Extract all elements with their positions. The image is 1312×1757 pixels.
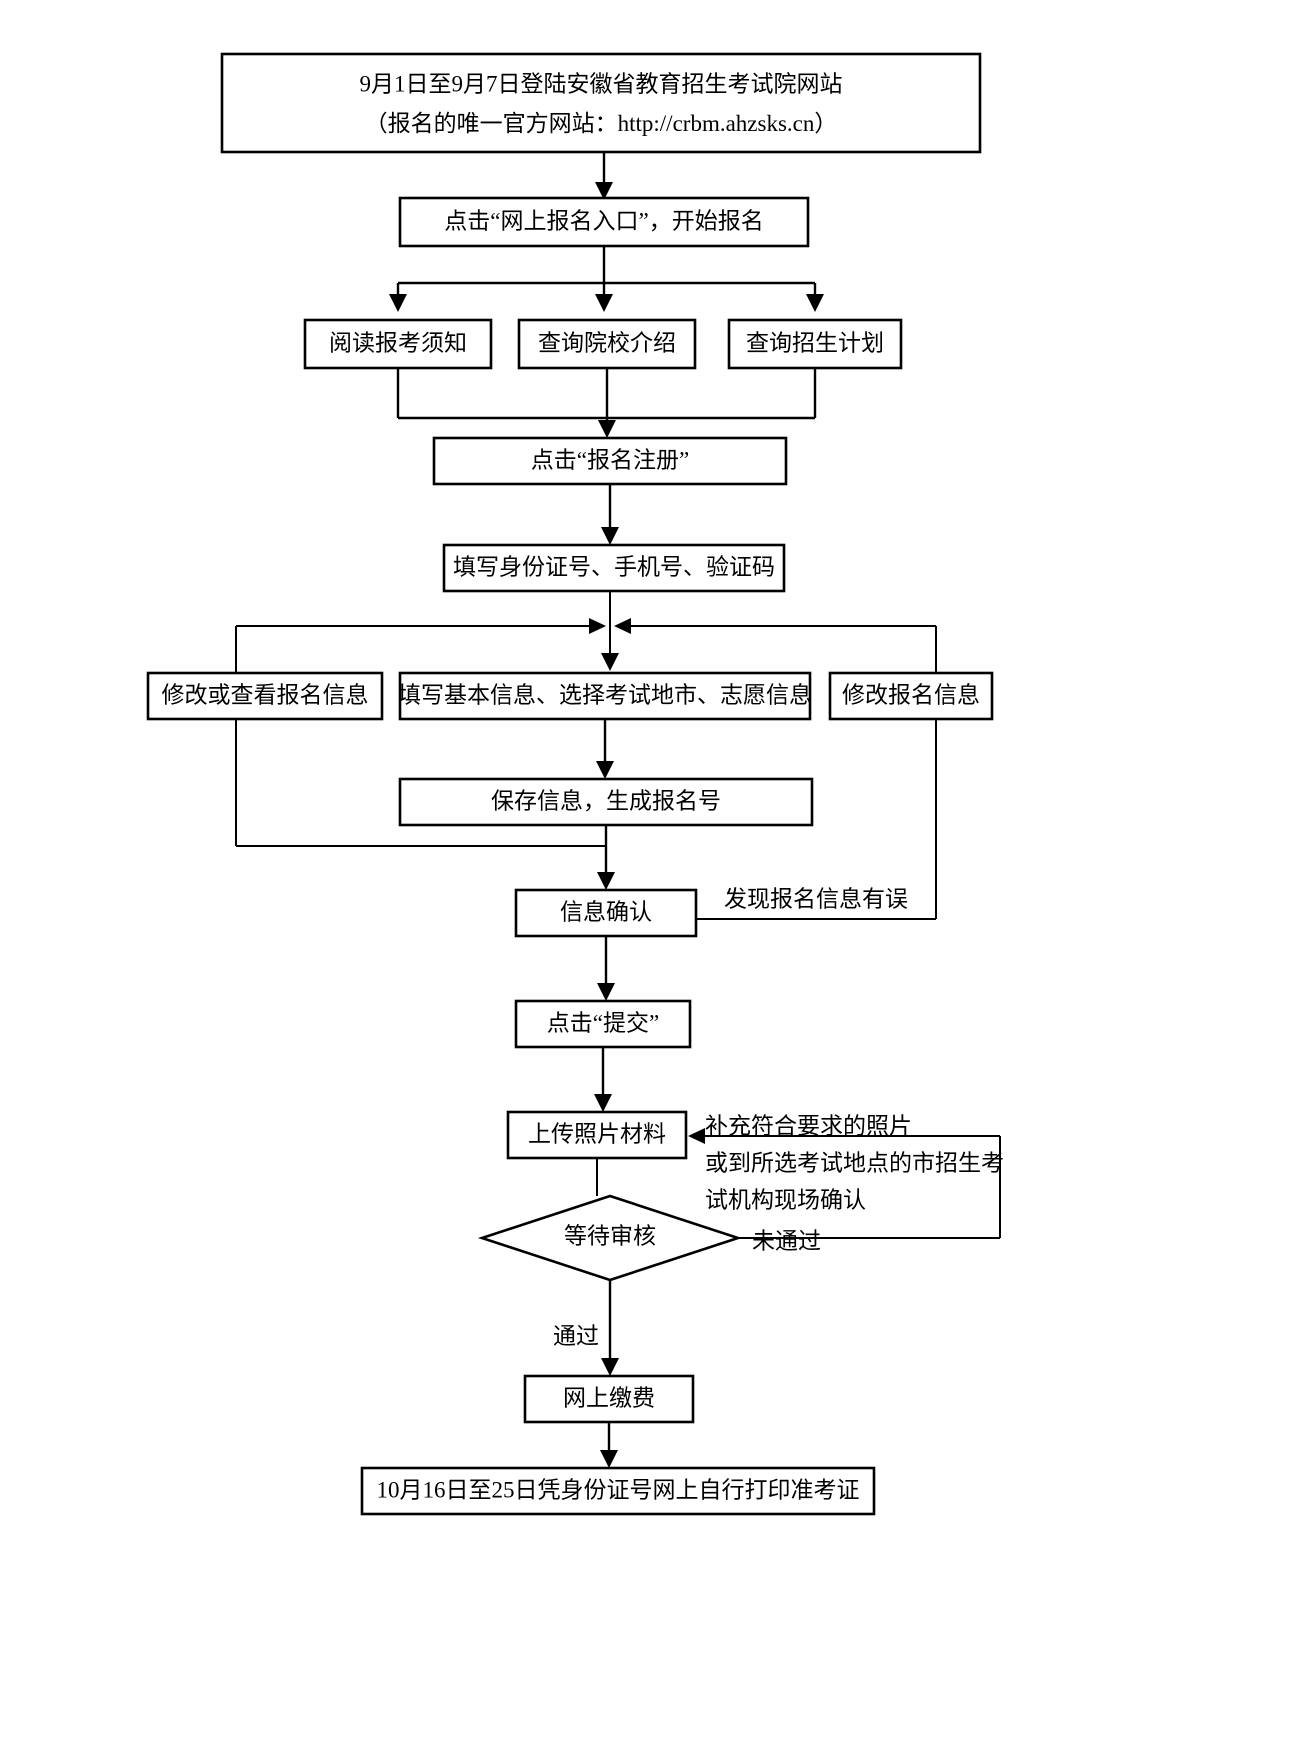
edge-header-to-entry [595,152,613,200]
node-print-admission-ticket-label: 10月16日至25日凭身份证号网上自行打印准考证 [377,1477,860,1502]
node-click-submit-box [514,999,692,1049]
arrowhead-left-into-upload [688,1128,705,1144]
node-website-header: 9月1日至9月7日登陆安徽省教育招生考试院网站 （报名的唯一官方网站：http:… [220,52,982,154]
edge-options-merge [396,368,817,438]
node-waiting-review-label: 等待审核 [564,1223,656,1248]
node-fill-basic-info-box [398,671,812,721]
edge-fill-to-basic [236,591,936,671]
node-click-entry-label: 点击“网上报名入口”，开始报名 [444,208,763,233]
edge-submit-to-upload [594,1047,612,1112]
node-click-entry: 点击“网上报名入口”，开始报名 [398,196,810,248]
node-modify-info: 修改报名信息 [828,671,994,721]
arrowhead-down [595,182,613,200]
node-click-submit: 点击“提交” [514,999,692,1049]
edge-entry-fanout [389,246,824,312]
header-line2-url: http://crbm.ahzsks.cn [618,111,815,136]
node-fill-basic-info-label: 填写基本信息、选择考试地市、志愿信息 [398,682,812,707]
edge-basic-to-save [596,719,614,779]
node-read-notice-box [303,318,493,370]
node-website-header-line1: 9月1日至9月7日登陆安徽省教育招生考试院网站 [360,71,843,96]
node-click-register: 点击“报名注册” [432,436,788,486]
edge-info-wrong [696,719,937,920]
edge-label-info-wrong: 发现报名信息有误 [724,886,908,911]
node-website-header-box [220,52,982,154]
node-print-admission-ticket: 10月16日至25日凭身份证号网上自行打印准考证 [360,1466,876,1516]
node-fill-id-label: 填写身份证号、手机号、验证码 [453,554,775,579]
node-fill-id-box [442,543,786,593]
node-click-register-label: 点击“报名注册” [531,447,689,472]
node-save-info-label: 保存信息，生成报名号 [491,788,721,813]
edge-pass [601,1280,619,1376]
node-query-schools-label: 查询院校介绍 [538,330,676,355]
edge-confirm-to-submit [597,936,615,1001]
node-waiting-review: 等待审核 [477,1194,743,1282]
node-query-plan: 查询招生计划 [727,318,903,370]
node-read-notice: 阅读报考须知 [303,318,493,370]
node-modify-or-view: 修改或查看报名信息 [146,671,384,721]
arrowhead-left [614,618,631,634]
edge-label-fail: 未通过 [752,1228,821,1253]
edge-save-to-confirm [597,825,615,890]
node-click-register-box [432,436,788,486]
node-query-plan-label: 查询招生计划 [746,330,884,355]
node-confirm-info-box [514,888,698,938]
edge-register-to-fill [601,484,619,545]
edge-label-supplement-line3: 试机构现场确认 [705,1187,866,1212]
node-online-payment: 网上缴费 [523,1374,695,1424]
header-line2-suffix: ） [814,111,837,136]
edge-label-supplement-line1: 补充符合要求的照片 [705,1113,912,1138]
node-read-notice-label: 阅读报考须知 [329,330,467,355]
node-modify-info-box [828,671,994,721]
node-modify-or-view-box [146,671,384,721]
node-print-admission-ticket-box [360,1466,876,1516]
node-fill-basic-info: 填写基本信息、选择考试地市、志愿信息 [398,671,812,721]
node-modify-info-label: 修改报名信息 [842,682,980,707]
node-upload-photo: 上传照片材料 [506,1110,688,1160]
header-line2-prefix: （报名的唯一官方网站： [365,111,618,136]
edge-label-supplement-line2: 或到所选考试地点的市招生考 [705,1150,1004,1175]
node-online-payment-label: 网上缴费 [563,1385,655,1410]
edge-label-pass: 通过 [553,1323,599,1348]
node-modify-or-view-label: 修改或查看报名信息 [162,682,369,707]
node-website-header-line2: （报名的唯一官方网站：http://crbm.ahzsks.cn） [365,111,838,136]
edge-save-loop-left [235,719,606,847]
node-confirm-info: 信息确认 [514,888,698,938]
node-query-schools: 查询院校介绍 [517,318,697,370]
node-fill-id: 填写身份证号、手机号、验证码 [442,543,786,593]
arrowhead-right [589,618,606,634]
node-click-submit-label: 点击“提交” [547,1010,659,1035]
edge-payment-to-print [600,1422,618,1468]
node-confirm-info-label: 信息确认 [560,899,652,924]
node-save-info: 保存信息，生成报名号 [398,777,814,827]
edge-fail-loop [688,1128,1001,1239]
node-save-info-box [398,777,814,827]
node-upload-photo-label: 上传照片材料 [528,1121,666,1146]
